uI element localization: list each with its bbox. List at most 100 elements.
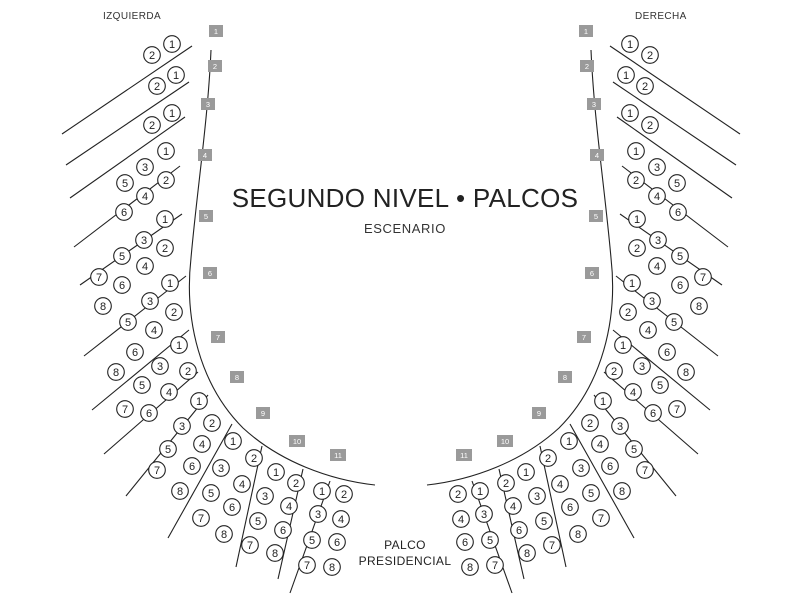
right-box-9-seat-2[interactable]: 2 xyxy=(539,449,557,467)
left-box-8-seat-7[interactable]: 7 xyxy=(148,461,166,479)
right-box-11-seat-4[interactable]: 4 xyxy=(452,510,470,528)
right-box-7-seat-5[interactable]: 5 xyxy=(651,376,669,394)
right-box-6-seat-1[interactable]: 1 xyxy=(623,274,641,292)
right-box-9-seat-6[interactable]: 6 xyxy=(561,498,579,516)
right-box-7-seat-2[interactable]: 2 xyxy=(605,362,623,380)
right-box-8-seat-4[interactable]: 4 xyxy=(591,435,609,453)
right-box-11-seat-3[interactable]: 3 xyxy=(475,505,493,523)
right-box-3-tag[interactable]: 3 xyxy=(587,98,601,110)
left-box-11-seat-4[interactable]: 4 xyxy=(332,510,350,528)
right-box-7-seat-7[interactable]: 7 xyxy=(668,400,686,418)
right-box-3-seat-1[interactable]: 1 xyxy=(621,104,639,122)
left-box-3-tag[interactable]: 3 xyxy=(201,98,215,110)
right-box-4-seat-2[interactable]: 2 xyxy=(627,171,645,189)
right-box-9-seat-5[interactable]: 5 xyxy=(582,484,600,502)
right-box-4-seat-3[interactable]: 3 xyxy=(648,158,666,176)
left-box-9-seat-1[interactable]: 1 xyxy=(224,432,242,450)
left-box-1-tag[interactable]: 1 xyxy=(209,25,223,37)
left-box-10-seat-5[interactable]: 5 xyxy=(249,512,267,530)
left-box-11-seat-3[interactable]: 3 xyxy=(309,505,327,523)
left-box-4-seat-4[interactable]: 4 xyxy=(136,187,154,205)
left-box-10-tag[interactable]: 10 xyxy=(289,435,305,447)
right-box-8-seat-5[interactable]: 5 xyxy=(625,440,643,458)
left-box-5-tag[interactable]: 5 xyxy=(199,210,213,222)
left-box-10-seat-6[interactable]: 6 xyxy=(274,521,292,539)
left-box-5-seat-2[interactable]: 2 xyxy=(156,239,174,257)
left-box-11-seat-6[interactable]: 6 xyxy=(328,533,346,551)
left-box-4-seat-1[interactable]: 1 xyxy=(157,142,175,160)
right-box-11-tag[interactable]: 11 xyxy=(456,449,472,461)
left-box-6-seat-7[interactable]: 7 xyxy=(90,268,108,286)
left-box-3-seat-2[interactable]: 2 xyxy=(143,116,161,134)
right-box-4-seat-4[interactable]: 4 xyxy=(648,187,666,205)
left-box-6-seat-4[interactable]: 4 xyxy=(145,321,163,339)
right-box-10-seat-8[interactable]: 8 xyxy=(518,544,536,562)
left-box-3-seat-1[interactable]: 1 xyxy=(163,104,181,122)
left-box-5-seat-1[interactable]: 1 xyxy=(156,210,174,228)
left-box-10-seat-1[interactable]: 1 xyxy=(267,463,285,481)
right-box-10-seat-7[interactable]: 7 xyxy=(543,536,561,554)
left-box-8-seat-6[interactable]: 6 xyxy=(183,457,201,475)
left-box-5-seat-3[interactable]: 3 xyxy=(135,231,153,249)
right-box-7-seat-1[interactable]: 1 xyxy=(614,336,632,354)
right-box-11-seat-1[interactable]: 1 xyxy=(471,482,489,500)
right-box-8-seat-8[interactable]: 8 xyxy=(613,482,631,500)
left-box-10-seat-8[interactable]: 8 xyxy=(266,544,284,562)
right-box-5-seat-5[interactable]: 5 xyxy=(671,247,689,265)
right-box-5-seat-1[interactable]: 1 xyxy=(628,210,646,228)
right-box-5-seat-4[interactable]: 4 xyxy=(648,257,666,275)
right-box-1-seat-1[interactable]: 1 xyxy=(621,35,639,53)
left-box-9-seat-4[interactable]: 4 xyxy=(233,475,251,493)
left-box-4-seat-2[interactable]: 2 xyxy=(157,171,175,189)
right-box-9-seat-1[interactable]: 1 xyxy=(560,432,578,450)
right-box-5-seat-6[interactable]: 6 xyxy=(671,276,689,294)
left-box-8-seat-1[interactable]: 1 xyxy=(190,392,208,410)
left-box-11-seat-8[interactable]: 8 xyxy=(323,558,341,576)
left-box-10-seat-7[interactable]: 7 xyxy=(241,536,259,554)
right-box-9-seat-7[interactable]: 7 xyxy=(592,509,610,527)
right-box-6-seat-6[interactable]: 6 xyxy=(658,343,676,361)
left-box-8-seat-4[interactable]: 4 xyxy=(193,435,211,453)
left-box-7-seat-4[interactable]: 4 xyxy=(160,383,178,401)
left-box-6-seat-2[interactable]: 2 xyxy=(165,303,183,321)
left-box-4-seat-5[interactable]: 5 xyxy=(116,174,134,192)
left-box-7-seat-5[interactable]: 5 xyxy=(133,376,151,394)
left-box-7-seat-2[interactable]: 2 xyxy=(179,362,197,380)
right-box-11-seat-8[interactable]: 8 xyxy=(461,558,479,576)
right-box-11-seat-2[interactable]: 2 xyxy=(449,485,467,503)
left-box-8-seat-5[interactable]: 5 xyxy=(159,440,177,458)
left-box-6-seat-3[interactable]: 3 xyxy=(141,292,159,310)
right-box-10-seat-6[interactable]: 6 xyxy=(510,521,528,539)
left-box-6-seat-1[interactable]: 1 xyxy=(161,274,179,292)
left-box-11-seat-1[interactable]: 1 xyxy=(313,482,331,500)
left-box-4-seat-6[interactable]: 6 xyxy=(115,203,133,221)
right-box-10-seat-1[interactable]: 1 xyxy=(517,463,535,481)
right-box-11-seat-6[interactable]: 6 xyxy=(456,533,474,551)
right-box-9-seat-4[interactable]: 4 xyxy=(551,475,569,493)
left-box-11-tag[interactable]: 11 xyxy=(330,449,346,461)
left-box-7-seat-7[interactable]: 7 xyxy=(116,400,134,418)
right-box-10-seat-3[interactable]: 3 xyxy=(528,487,546,505)
right-box-8-seat-2[interactable]: 2 xyxy=(581,414,599,432)
right-box-8-seat-7[interactable]: 7 xyxy=(636,461,654,479)
left-box-7-tag[interactable]: 7 xyxy=(211,331,225,343)
right-box-6-seat-4[interactable]: 4 xyxy=(639,321,657,339)
left-box-7-seat-1[interactable]: 1 xyxy=(170,336,188,354)
right-box-5-tag[interactable]: 5 xyxy=(589,210,603,222)
right-box-4-tag[interactable]: 4 xyxy=(590,149,604,161)
right-box-5-seat-2[interactable]: 2 xyxy=(628,239,646,257)
right-box-6-tag[interactable]: 6 xyxy=(585,267,599,279)
right-box-2-seat-1[interactable]: 1 xyxy=(617,66,635,84)
right-box-6-seat-8[interactable]: 8 xyxy=(690,297,708,315)
right-box-10-seat-5[interactable]: 5 xyxy=(535,512,553,530)
left-box-6-seat-5[interactable]: 5 xyxy=(119,313,137,331)
left-box-9-seat-2[interactable]: 2 xyxy=(245,449,263,467)
right-box-2-tag[interactable]: 2 xyxy=(580,60,594,72)
right-box-9-seat-8[interactable]: 8 xyxy=(569,525,587,543)
left-box-6-seat-8[interactable]: 8 xyxy=(94,297,112,315)
right-box-10-seat-4[interactable]: 4 xyxy=(504,497,522,515)
right-box-11-seat-5[interactable]: 5 xyxy=(481,531,499,549)
right-box-1-seat-2[interactable]: 2 xyxy=(641,46,659,64)
right-box-11-seat-7[interactable]: 7 xyxy=(486,556,504,574)
right-box-8-seat-3[interactable]: 3 xyxy=(611,417,629,435)
